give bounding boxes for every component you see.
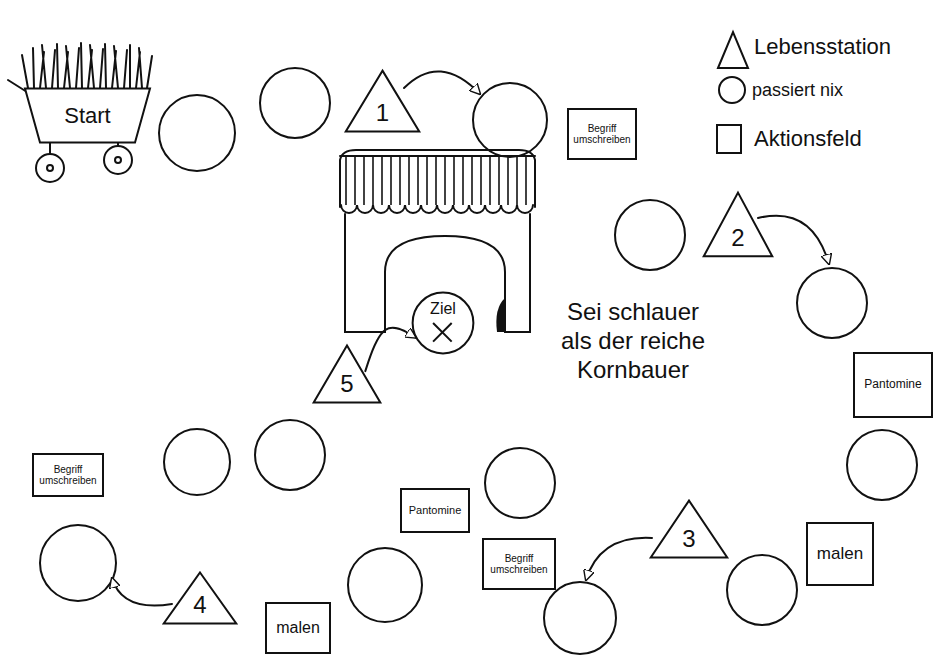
start-cart: Start — [25, 88, 150, 143]
cart-axle — [50, 143, 118, 154]
empty-field — [615, 200, 685, 270]
station-number: 4 — [193, 591, 206, 619]
triangle-shape — [346, 71, 420, 132]
life-station-triangle: 3 — [650, 500, 728, 558]
action-field-box: Begriff umschreiben — [32, 453, 104, 497]
action-field-box: Pantomine — [400, 488, 470, 533]
triangle-shape — [651, 501, 727, 558]
cart-wheel — [36, 154, 64, 182]
cart-handle — [8, 80, 27, 92]
legend-circle-sample — [719, 77, 745, 103]
life-station-triangle: 2 — [703, 192, 773, 257]
goal-label: Ziel — [430, 300, 456, 318]
action-field-box: Pantomine — [853, 352, 933, 418]
action-label: Pantomine — [409, 504, 462, 517]
goal-cross — [433, 323, 452, 342]
triangle-shape — [314, 346, 381, 403]
cart-wheel — [104, 146, 132, 174]
legend-triangle-sample — [718, 32, 748, 68]
cart-grass — [22, 43, 152, 88]
empty-field — [260, 68, 330, 138]
action-label: Pantomine — [864, 378, 921, 392]
jump-arrow — [112, 578, 172, 606]
station-number: 1 — [376, 99, 389, 127]
legend-label: Aktionsfeld — [754, 126, 862, 152]
triangle-shape — [704, 193, 773, 257]
stall-body — [345, 214, 530, 332]
empty-field — [473, 83, 547, 157]
legend-label: Lebensstation — [754, 34, 891, 60]
board-title: Sei schlauer als der reiche Kornbauer — [553, 298, 713, 384]
action-field-box: Begriff umschreiben — [567, 108, 637, 160]
empty-field — [348, 548, 422, 622]
stall-roof — [340, 150, 535, 207]
action-label: Begriff umschreiben — [572, 123, 632, 146]
legend-label: passiert nix — [752, 80, 843, 101]
action-field-box: Begriff umschreiben — [482, 538, 556, 590]
jump-arrow — [586, 538, 652, 580]
empty-field — [159, 95, 235, 171]
action-label: Begriff umschreiben — [37, 464, 99, 487]
goal-circle: Ziel — [412, 292, 474, 354]
cart-wheel-hub — [115, 157, 121, 163]
empty-field — [727, 555, 797, 625]
action-field-box: malen — [806, 522, 874, 586]
life-station-triangle: 5 — [313, 345, 381, 403]
start-label: Start — [64, 103, 110, 128]
station-number: 2 — [731, 224, 744, 252]
circle-shape — [413, 293, 474, 354]
action-label: malen — [276, 619, 320, 637]
station-number: 3 — [682, 525, 695, 553]
action-label: malen — [817, 544, 863, 564]
action-field-box: malen — [265, 602, 331, 654]
station-number: 5 — [340, 370, 353, 398]
empty-field — [485, 448, 555, 518]
empty-field — [40, 525, 116, 601]
life-station-triangle: 4 — [163, 572, 237, 624]
life-station-triangle: 1 — [345, 70, 420, 132]
empty-field — [255, 420, 325, 490]
stall-awning-stripes — [341, 157, 533, 205]
empty-field — [797, 268, 867, 338]
empty-field — [544, 582, 616, 654]
cart-wheel-hub — [47, 165, 53, 171]
jump-arrow — [404, 71, 480, 94]
empty-field — [847, 430, 917, 500]
cart-body — [25, 89, 150, 143]
empty-field — [164, 429, 230, 495]
action-label: Begriff umschreiben — [487, 553, 551, 576]
stall-awning-edge — [341, 205, 533, 213]
legend-square-sample — [717, 125, 741, 153]
move-arrow — [365, 328, 415, 371]
stall-shadow — [496, 298, 505, 332]
triangle-shape — [164, 573, 237, 624]
